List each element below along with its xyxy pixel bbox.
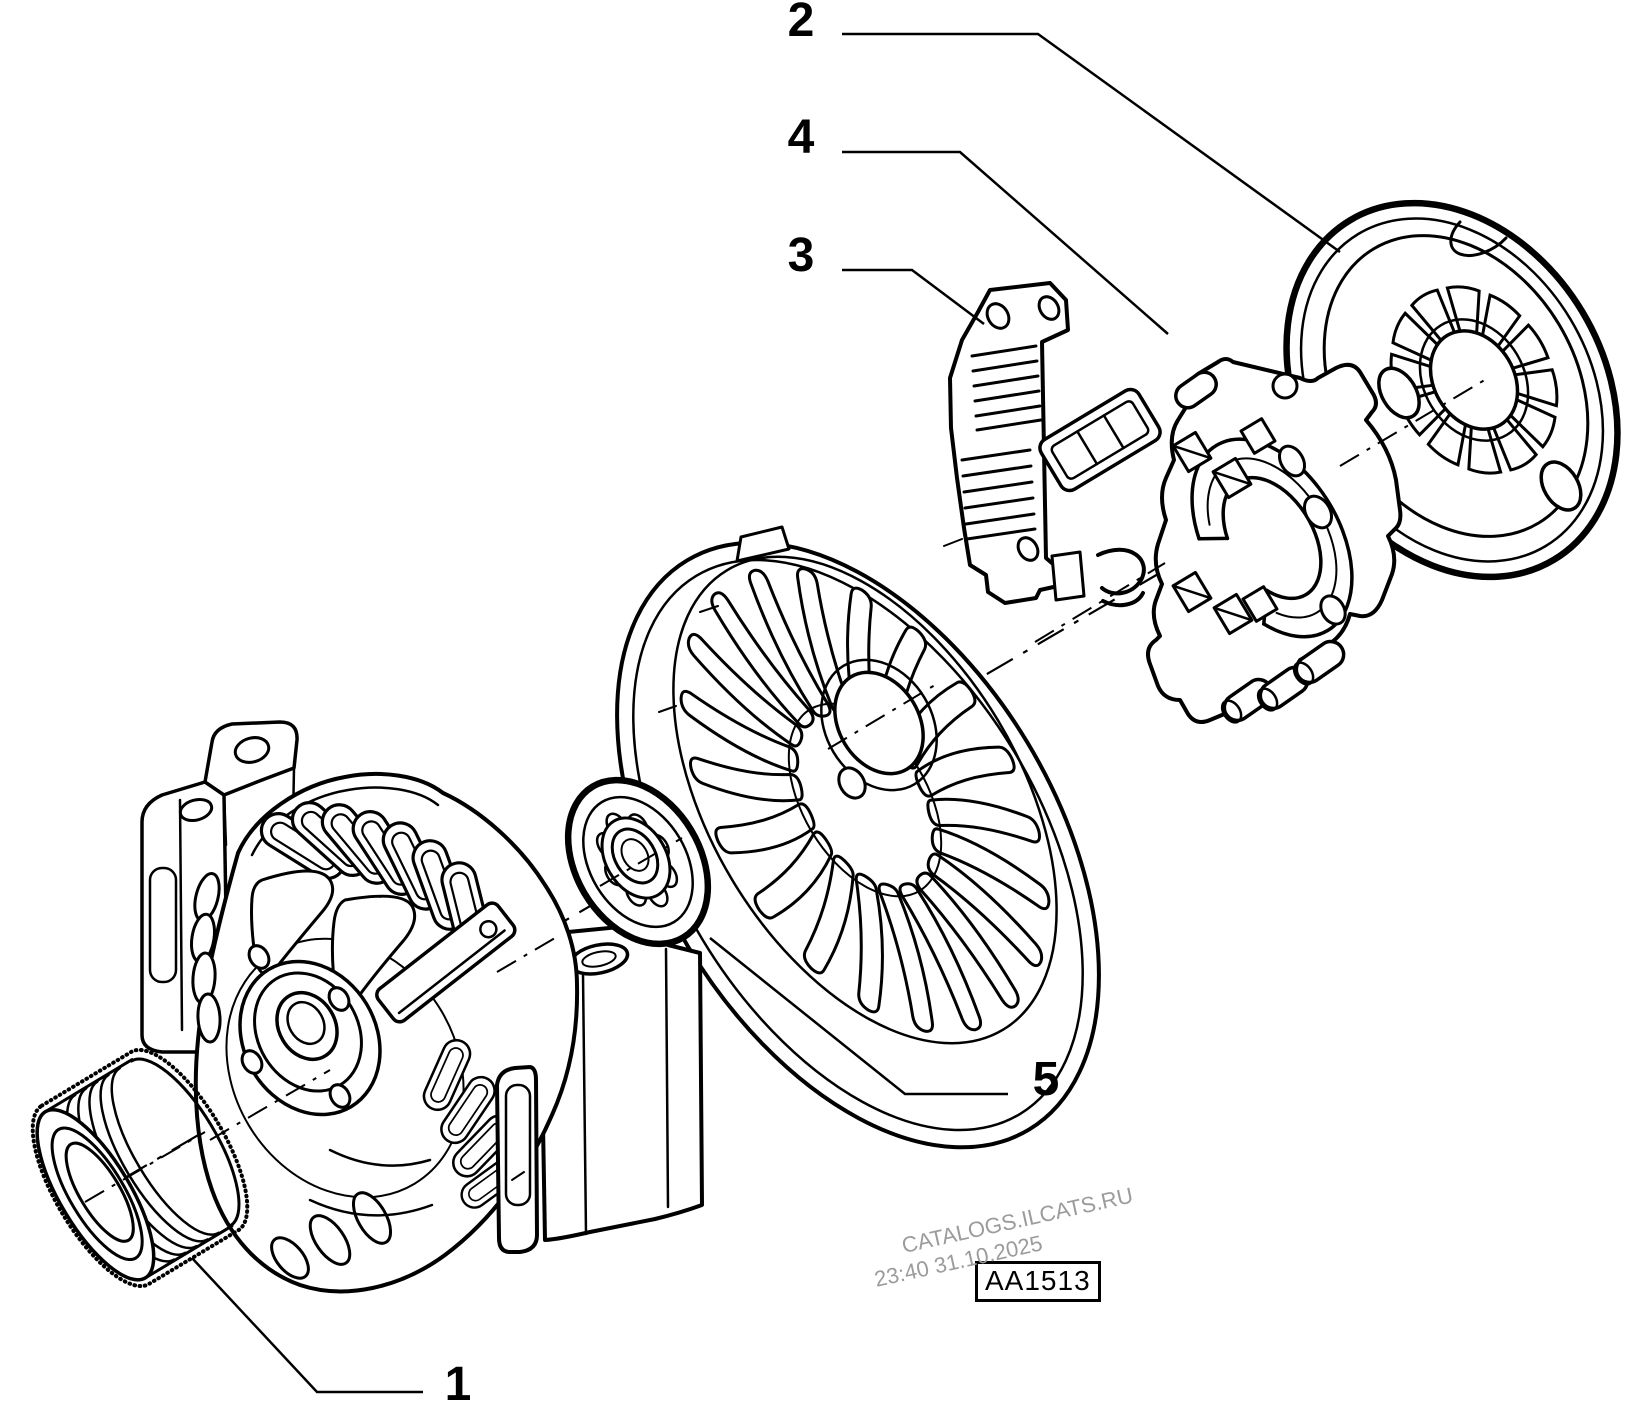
callout-1[interactable]: 1 [445,1358,472,1403]
rear-housing-drawing [538,525,1101,1242]
leader-line-4 [842,150,1169,335]
figure-code-box: AA1513 [975,1261,1101,1302]
regulator-drawing [948,281,1162,608]
callout-4[interactable]: 4 [788,111,815,164]
callout-5[interactable]: 5 [1033,1053,1060,1106]
leader-line-2 [842,32,1341,254]
callout-2[interactable]: 2 [788,0,815,47]
leader-line-3 [842,268,985,325]
leader-lines [191,32,1341,1394]
figure-code: AA1513 [985,1265,1091,1296]
callout-3[interactable]: 3 [788,229,815,282]
leader-line-5 [709,937,1008,1096]
leader-line-1 [191,1257,423,1394]
rectifier-drawing [1146,357,1403,724]
front-housing-drawing [140,720,580,1294]
callout-labels: 1 2 3 4 5 [445,0,1060,1403]
center-axis-overlays [84,377,1489,1203]
bearing-drawing [564,776,712,948]
